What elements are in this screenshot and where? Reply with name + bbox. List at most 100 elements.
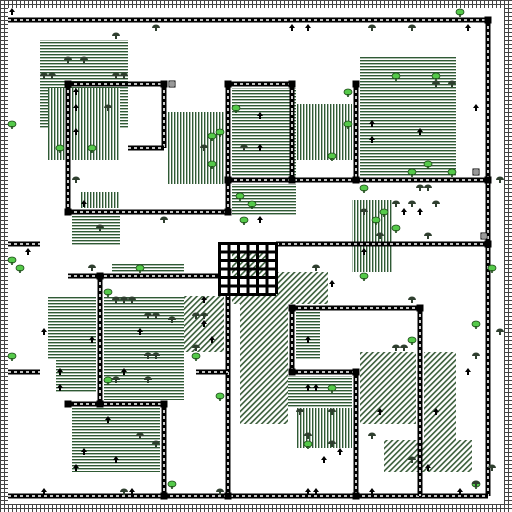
mushroom-icon[interactable] xyxy=(152,24,160,32)
pin-icon[interactable] xyxy=(81,200,87,207)
mushroom-icon[interactable] xyxy=(112,376,120,384)
pin-icon[interactable] xyxy=(369,136,375,143)
pin-icon[interactable] xyxy=(41,328,47,335)
tree-icon[interactable] xyxy=(407,336,417,345)
sign-icon[interactable] xyxy=(480,232,488,240)
mushroom-icon[interactable] xyxy=(472,480,480,488)
pin-icon[interactable] xyxy=(289,24,295,31)
pin-icon[interactable] xyxy=(201,320,207,327)
pin-icon[interactable] xyxy=(313,384,319,391)
mushroom-icon[interactable] xyxy=(112,32,120,40)
tree-icon[interactable] xyxy=(327,152,337,161)
tree-icon[interactable] xyxy=(235,192,245,201)
pin-icon[interactable] xyxy=(457,488,463,495)
mushroom-icon[interactable] xyxy=(392,344,400,352)
tree-icon[interactable] xyxy=(215,392,225,401)
tree-icon[interactable] xyxy=(471,320,481,329)
pin-icon[interactable] xyxy=(433,408,439,415)
tree-icon[interactable] xyxy=(167,480,177,489)
mushroom-icon[interactable] xyxy=(168,316,176,324)
mushroom-icon[interactable] xyxy=(376,232,384,240)
tree-icon[interactable] xyxy=(407,168,417,177)
pin-icon[interactable] xyxy=(369,120,375,127)
tree-icon[interactable] xyxy=(359,184,369,193)
mushroom-icon[interactable] xyxy=(296,408,304,416)
mushroom-icon[interactable] xyxy=(136,432,144,440)
pin-icon[interactable] xyxy=(361,248,367,255)
pin-icon[interactable] xyxy=(465,24,471,31)
pin-icon[interactable] xyxy=(369,488,375,495)
pin-icon[interactable] xyxy=(337,448,343,455)
tree-icon[interactable] xyxy=(7,120,17,129)
mushroom-icon[interactable] xyxy=(128,296,136,304)
tree-icon[interactable] xyxy=(327,384,337,393)
tree-icon[interactable] xyxy=(303,440,313,449)
mushroom-icon[interactable] xyxy=(408,296,416,304)
mushroom-icon[interactable] xyxy=(144,376,152,384)
tree-icon[interactable] xyxy=(207,160,217,169)
pin-icon[interactable] xyxy=(425,464,431,471)
mushroom-icon[interactable] xyxy=(496,176,504,184)
tree-icon[interactable] xyxy=(207,132,217,141)
mushroom-icon[interactable] xyxy=(112,72,120,80)
mushroom-icon[interactable] xyxy=(112,296,120,304)
mushroom-icon[interactable] xyxy=(88,264,96,272)
pin-icon[interactable] xyxy=(329,280,335,287)
tree-icon[interactable] xyxy=(87,144,97,153)
sign-icon[interactable] xyxy=(472,168,480,176)
mushroom-icon[interactable] xyxy=(48,72,56,80)
mushroom-icon[interactable] xyxy=(424,184,432,192)
mushroom-icon[interactable] xyxy=(424,232,432,240)
mushroom-icon[interactable] xyxy=(368,432,376,440)
mushroom-icon[interactable] xyxy=(408,24,416,32)
pin-icon[interactable] xyxy=(209,336,215,343)
mushroom-icon[interactable] xyxy=(72,176,80,184)
mushroom-icon[interactable] xyxy=(64,56,72,64)
pin-icon[interactable] xyxy=(257,144,263,151)
pin-icon[interactable] xyxy=(305,336,311,343)
mushroom-icon[interactable] xyxy=(200,144,208,152)
tree-icon[interactable] xyxy=(247,200,257,209)
pin-icon[interactable] xyxy=(129,488,135,495)
pin-icon[interactable] xyxy=(377,408,383,415)
mushroom-icon[interactable] xyxy=(416,184,424,192)
pin-icon[interactable] xyxy=(57,368,63,375)
pin-icon[interactable] xyxy=(465,368,471,375)
mushroom-icon[interactable] xyxy=(488,464,496,472)
pin-icon[interactable] xyxy=(201,296,207,303)
pin-icon[interactable] xyxy=(321,456,327,463)
pin-icon[interactable] xyxy=(305,384,311,391)
pin-icon[interactable] xyxy=(89,336,95,343)
tree-icon[interactable] xyxy=(215,128,225,137)
mushroom-icon[interactable] xyxy=(304,432,312,440)
mushroom-icon[interactable] xyxy=(432,200,440,208)
mushroom-icon[interactable] xyxy=(152,352,160,360)
mushroom-icon[interactable] xyxy=(312,264,320,272)
sign-icon[interactable] xyxy=(168,80,176,88)
tree-icon[interactable] xyxy=(447,168,457,177)
mushroom-icon[interactable] xyxy=(40,72,48,80)
pin-icon[interactable] xyxy=(57,384,63,391)
pin-icon[interactable] xyxy=(121,368,127,375)
mushroom-icon[interactable] xyxy=(144,352,152,360)
tree-icon[interactable] xyxy=(391,72,401,81)
pin-icon[interactable] xyxy=(473,104,479,111)
tree-icon[interactable] xyxy=(103,288,113,297)
mushroom-icon[interactable] xyxy=(152,312,160,320)
pin-icon[interactable] xyxy=(25,248,31,255)
pin-icon[interactable] xyxy=(257,216,263,223)
pin-icon[interactable] xyxy=(305,488,311,495)
mushroom-icon[interactable] xyxy=(360,208,368,216)
mushroom-icon[interactable] xyxy=(200,312,208,320)
mushroom-icon[interactable] xyxy=(120,72,128,80)
pin-icon[interactable] xyxy=(73,88,79,95)
tree-icon[interactable] xyxy=(359,272,369,281)
tree-icon[interactable] xyxy=(455,8,465,17)
tree-icon[interactable] xyxy=(487,264,497,273)
pin-icon[interactable] xyxy=(113,456,119,463)
tree-icon[interactable] xyxy=(371,216,381,225)
tree-icon[interactable] xyxy=(231,104,241,113)
mushroom-icon[interactable] xyxy=(328,440,336,448)
